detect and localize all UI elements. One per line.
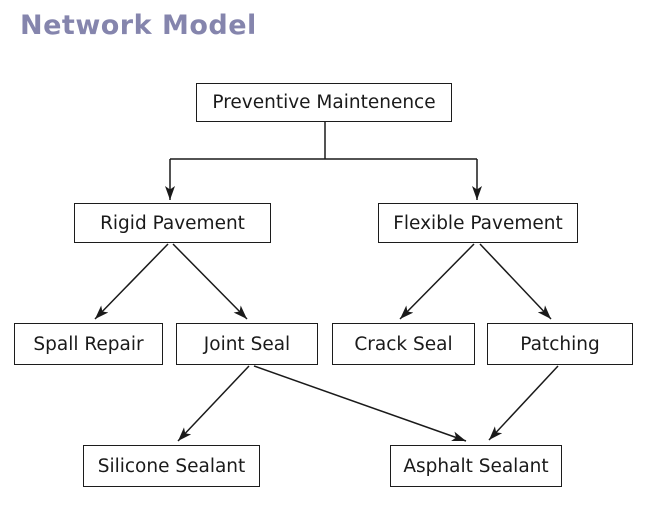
- edge-rigid-to-joint: [172, 243, 248, 320]
- page-title: Network Model: [20, 10, 257, 41]
- node-joint-seal: Joint Seal: [176, 323, 318, 365]
- node-asphalt-sealant: Asphalt Sealant: [390, 445, 562, 487]
- node-spall-repair: Spall Repair: [14, 323, 163, 365]
- node-silicone-sealant: Silicone Sealant: [83, 445, 260, 487]
- node-crack-seal: Crack Seal: [332, 323, 475, 365]
- node-preventive-maintenance: Preventive Maintenence: [196, 83, 452, 122]
- edge-flexible-to-patching: [479, 243, 552, 320]
- edge-patching-to-asphalt: [488, 365, 559, 441]
- edge-rigid-to-spall: [94, 243, 169, 320]
- edge-joint-to-asphalt: [253, 365, 467, 442]
- edge-flexible-to-crack: [399, 243, 475, 320]
- edge-joint-to-silicone: [177, 365, 250, 442]
- node-rigid-pavement: Rigid Pavement: [74, 203, 271, 243]
- node-patching: Patching: [487, 323, 633, 365]
- node-flexible-pavement: Flexible Pavement: [378, 203, 578, 243]
